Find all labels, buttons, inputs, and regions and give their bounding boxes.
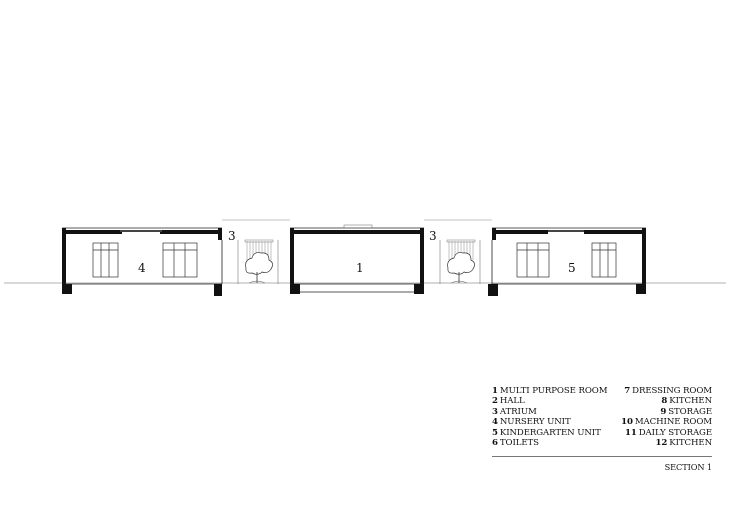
- tree-icon: [447, 252, 475, 284]
- room-label-atrium-right: 3: [429, 229, 437, 243]
- atrium-right: 3: [424, 219, 492, 284]
- legend-divider: [492, 456, 712, 457]
- window: [92, 242, 119, 278]
- tree-icon: [245, 252, 273, 284]
- room-label-atrium-left: 3: [228, 229, 236, 243]
- atrium-left: 3: [222, 219, 290, 284]
- kindergarten-wing: 5: [488, 227, 646, 296]
- window: [162, 242, 198, 278]
- section-title: SECTION 1: [664, 462, 712, 472]
- room-label-kindergarten: 5: [568, 261, 576, 275]
- room-label-nursery: 4: [138, 261, 146, 275]
- window: [516, 242, 550, 278]
- window: [591, 242, 617, 278]
- room-label-multi-purpose: 1: [356, 261, 364, 275]
- nursery-wing: 4: [62, 227, 223, 296]
- multi-purpose-block: 1: [290, 224, 424, 294]
